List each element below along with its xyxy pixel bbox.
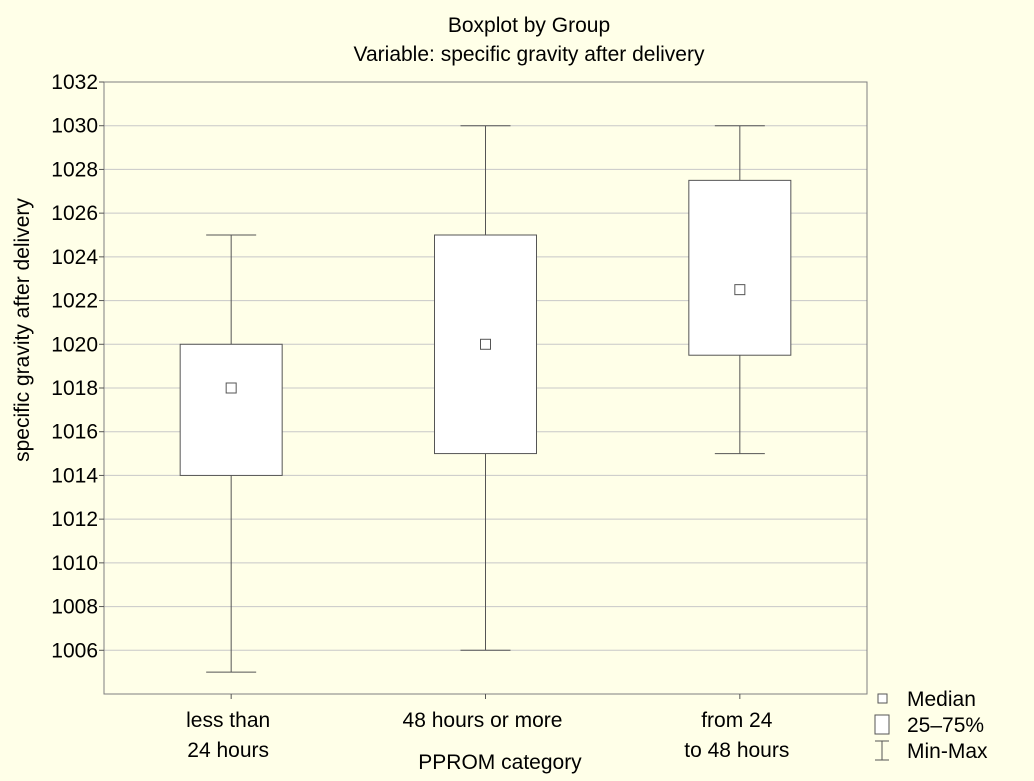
chart-subtitle: Variable: specific gravity after deliver… [354,43,705,66]
x-tick-label: 24 hours [187,739,269,762]
y-tick-label: 1022 [51,290,98,313]
legend-median-icon [877,693,888,704]
legend-label: Median [907,688,976,711]
y-tick-label: 1020 [51,333,98,356]
y-tick-label: 1030 [51,115,98,138]
box-group [688,125,792,455]
y-tick-label: 1006 [51,639,98,662]
x-tick-label: less than [186,709,270,732]
x-tick-label: 48 hours or more [403,709,563,732]
y-tick-label: 1016 [51,421,98,444]
median-marker [480,338,491,350]
box-groups [179,125,792,673]
box-group [179,234,283,673]
legend-label: 25–75% [907,714,984,737]
y-tick-label: 1008 [51,596,98,619]
legend-box-icon [874,714,890,735]
x-axis-label: PPROM category [418,751,582,774]
y-axis: 1006 1008 1010 1012 1014 1016 1018 1020 1022 1024… [51,71,104,662]
legend: Median 25–75% Min-Max [874,688,988,763]
y-tick-label: 1012 [51,508,98,531]
legend-label: Min-Max [907,740,988,763]
iqr-box [179,343,283,476]
box-group [434,125,537,651]
median-marker [225,382,237,394]
x-tick-label: from 24 [701,709,773,732]
y-tick-label: 1032 [51,71,98,94]
chart-title: Boxplot by Group [448,14,610,37]
x-tick-label: to 48 hours [684,739,789,762]
median-marker [734,284,746,296]
y-tick-label: 1028 [51,158,98,181]
y-tick-label: 1026 [51,202,98,225]
y-tick-label: 1010 [51,552,98,575]
y-tick-label: 1018 [51,377,98,400]
x-axis: less than 24 hours 48 hours or more from 24… [186,694,789,762]
y-axis-label: specific gravity after delivery [11,198,34,462]
iqr-box [688,179,792,356]
y-tick-label: 1024 [51,246,98,269]
y-tick-label: 1014 [51,464,98,487]
